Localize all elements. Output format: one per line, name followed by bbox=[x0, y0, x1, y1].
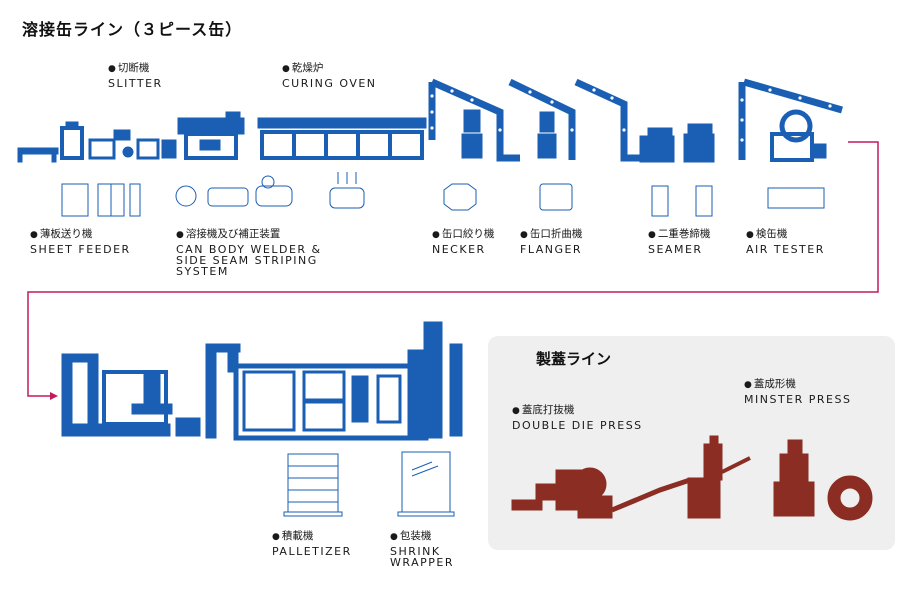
sheet-icon bbox=[61, 183, 89, 217]
label-can-body-welder: 溶接機及び補正装置 CAN BODY WELDER & SIDE SEAM ST… bbox=[176, 228, 322, 277]
label-necker: 缶口絞り機 NECKER bbox=[432, 228, 494, 256]
air-tester-machine bbox=[770, 109, 827, 162]
cured-can-icon bbox=[329, 187, 365, 209]
pallet-stack-icon bbox=[287, 453, 339, 513]
double-die-press-machine bbox=[687, 477, 721, 519]
label-double-die-press: 蓋底打抜機 DOUBLE DIE PRESS bbox=[512, 404, 643, 432]
flanger-machine bbox=[537, 111, 557, 159]
diagram-title: 溶接缶ライン（３ピース缶） bbox=[22, 20, 243, 39]
flow-arrow bbox=[50, 392, 58, 400]
seamed-can-icon bbox=[651, 185, 669, 217]
seamer-conveyor bbox=[574, 78, 640, 162]
label-sheet-feeder: 薄板送り機 SHEET FEEDER bbox=[30, 228, 131, 256]
wrapped-pallet-icon bbox=[401, 451, 451, 513]
necked-can-icon bbox=[443, 183, 477, 211]
lower-machine-a bbox=[143, 371, 161, 405]
seamer-machine bbox=[639, 123, 715, 163]
sheet-feeder-machine bbox=[17, 121, 84, 163]
label-curing-oven: 乾燥炉 CURING OVEN bbox=[282, 62, 377, 90]
welder-machine bbox=[161, 111, 245, 160]
necker-machine bbox=[461, 109, 483, 159]
curing-oven-machine bbox=[257, 117, 427, 160]
flanged-can-icon bbox=[539, 183, 573, 211]
can-body-icon bbox=[207, 187, 249, 207]
minster-press-machine bbox=[779, 453, 809, 483]
label-slitter: 切断機 SLITTER bbox=[108, 62, 163, 90]
lower-conveyor-1 bbox=[61, 353, 73, 437]
label-shrink-wrapper: 包装機 SHRINK WRAPPER bbox=[390, 530, 454, 568]
label-seamer: 二重巻締機 SEAMER bbox=[648, 228, 710, 256]
wrapper-tower bbox=[423, 321, 443, 439]
label-air-tester: 検缶機 AIR TESTER bbox=[746, 228, 825, 256]
lid-line-title: 製蓋ライン bbox=[536, 350, 612, 368]
label-minster-press: 蓋成形機 MINSTER PRESS bbox=[744, 378, 851, 406]
flow-connector bbox=[27, 141, 879, 397]
slitter-machine bbox=[88, 129, 160, 160]
label-flanger: 缶口折曲機 FLANGER bbox=[520, 228, 582, 256]
tested-can-icon bbox=[767, 187, 825, 209]
label-palletizer: 積載機 PALLETIZER bbox=[272, 530, 352, 558]
lid-conveyor-base bbox=[511, 499, 543, 511]
coil-icon bbox=[175, 185, 197, 207]
tester-conveyor bbox=[738, 78, 843, 160]
